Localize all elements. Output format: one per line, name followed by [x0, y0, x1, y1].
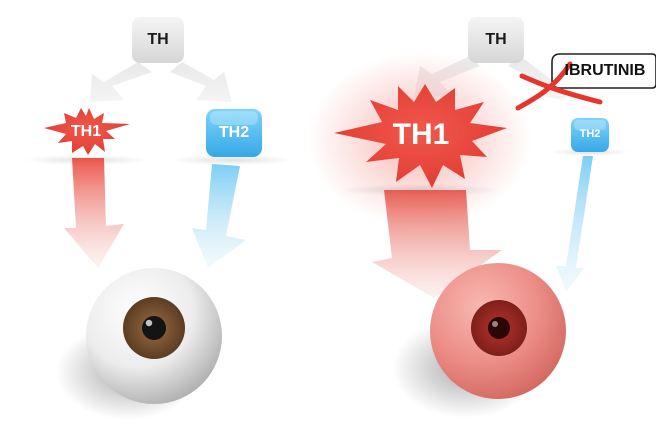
right-th1-star [334, 84, 507, 188]
left-th-parent-label: TH [147, 31, 169, 48]
left-th-parent-box [132, 17, 184, 63]
left-branch-arrow-to-th2 [170, 62, 232, 102]
left-th2-label: TH2 [218, 124, 250, 141]
white-eye-icon [86, 268, 222, 404]
red-x-cross-icon [515, 61, 603, 111]
left-th2-floor-shadow [170, 155, 294, 165]
red-eye-icon [430, 263, 566, 399]
left-branch-arrow-to-th1 [90, 62, 152, 102]
right-panel [308, 17, 656, 418]
left-th1-to-eye-arrow [64, 158, 124, 268]
right-th-parent-box [468, 17, 524, 63]
left-th2-box [206, 109, 262, 157]
left-th1-label: TH1 [70, 123, 102, 140]
right-th2-box [571, 118, 609, 152]
left-th1-star [44, 108, 130, 155]
right-th-parent-label: TH [485, 31, 507, 48]
ibrutinib-label: IBRUTINIB [564, 62, 646, 79]
left-th2-to-eye-arrow [192, 164, 246, 268]
right-th2-label: TH2 [579, 128, 601, 140]
right-th1-label: TH1 [392, 118, 450, 151]
right-th2-to-eye-arrow [556, 156, 593, 292]
left-panel [24, 17, 294, 420]
